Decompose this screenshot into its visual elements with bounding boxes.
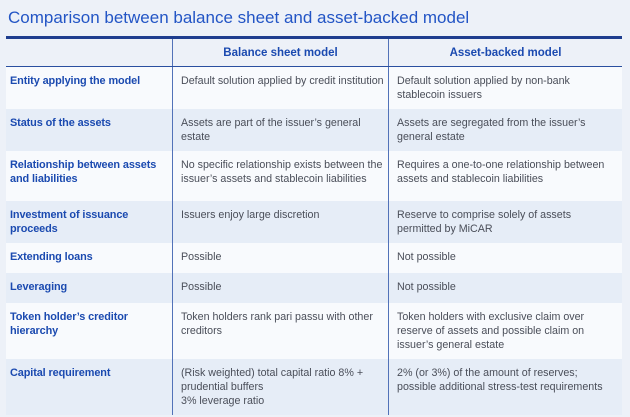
cell-asset-backed: Reserve to comprise solely of assets per… — [388, 201, 622, 243]
cell-balance-sheet: Token holders rank pari passu with other… — [172, 303, 388, 359]
title-divider — [6, 36, 622, 39]
cell-asset-backed: Requires a one-to-one relationship betwe… — [388, 151, 622, 201]
comparison-table: Balance sheet model Asset-backed model E… — [6, 39, 622, 415]
row-label: Token holder’s creditor hierarchy — [10, 311, 128, 337]
cell-asset-backed: 2% (or 3%) of the amount of reserves; po… — [388, 359, 622, 415]
cell-asset-backed: Not possible — [388, 273, 622, 303]
cell-balance-sheet: Assets are part of the issuer’s general … — [172, 109, 388, 151]
table-header-row: Balance sheet model Asset-backed model — [6, 39, 622, 67]
table-row: Investment of issuance proceeds Issuers … — [6, 201, 622, 243]
cell-balance-sheet: Issuers enjoy large discretion — [172, 201, 388, 243]
row-label: Relationship between assets and liabilit… — [10, 159, 157, 185]
table-row: Extending loans Possible Not possible — [6, 243, 622, 273]
row-label: Capital requirement — [10, 367, 111, 379]
row-label: Status of the assets — [10, 117, 111, 129]
header-empty-cell — [6, 39, 172, 66]
table-row: Status of the assets Assets are part of … — [6, 109, 622, 151]
cell-asset-backed: Not possible — [388, 243, 622, 273]
row-label: Entity applying the model — [10, 75, 141, 87]
cell-asset-backed: Default solution applied by non-bank sta… — [388, 67, 622, 109]
cell-balance-sheet: Default solution applied by credit insti… — [172, 67, 388, 109]
cell-balance-sheet: (Risk weighted) total capital ratio 8% +… — [172, 359, 388, 415]
cell-balance-sheet: Possible — [172, 273, 388, 303]
row-label: Investment of issuance proceeds — [10, 209, 129, 235]
table-row: Entity applying the model Default soluti… — [6, 67, 622, 109]
table-row: Capital requirement (Risk weighted) tota… — [6, 359, 622, 415]
cell-balance-sheet: Possible — [172, 243, 388, 273]
table-row: Relationship between assets and liabilit… — [6, 151, 622, 201]
cell-asset-backed: Assets are segregated from the issuer’s … — [388, 109, 622, 151]
header-asset-backed-model: Asset-backed model — [388, 39, 622, 66]
row-label: Leveraging — [10, 281, 68, 293]
header-balance-sheet-model: Balance sheet model — [172, 39, 388, 66]
table-row: Leveraging Possible Not possible — [6, 273, 622, 303]
comparison-figure: Comparison between balance sheet and ass… — [6, 0, 622, 415]
row-label: Extending loans — [10, 251, 93, 263]
cell-balance-sheet: No specific relationship exists between … — [172, 151, 388, 201]
cell-asset-backed: Token holders with exclusive claim over … — [388, 303, 622, 359]
page-title: Comparison between balance sheet and ass… — [8, 8, 470, 27]
table-row: Token holder’s creditor hierarchy Token … — [6, 303, 622, 359]
